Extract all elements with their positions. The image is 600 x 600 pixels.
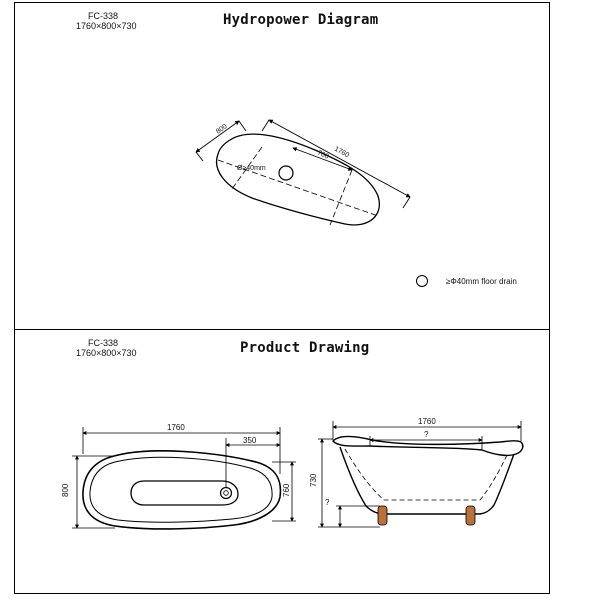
plan-drain-icon: [219, 486, 233, 500]
side-inner-label: ?: [424, 430, 429, 439]
side-height-label: 730: [309, 473, 318, 487]
product-title: Product Drawing: [240, 340, 370, 356]
hydropower-title: Hydropower Diagram: [223, 12, 379, 28]
bathtub-top-outline: [216, 133, 380, 226]
plan-width-inner-label: 760: [282, 483, 291, 497]
drain-hole-icon: [278, 165, 294, 181]
bathtub-plan-view: [82, 450, 282, 530]
foot-right-icon: [465, 505, 476, 526]
dim-offset-line: [292, 147, 353, 171]
foot-left-icon: [377, 505, 388, 526]
plan-drain-offset-label: 350: [243, 436, 257, 445]
floor-drain-legend-icon: [416, 275, 428, 287]
side-feet: [377, 505, 476, 526]
product-panel: [14, 329, 550, 594]
dim-width-line: [195, 120, 247, 162]
side-length-label: 1760: [418, 417, 436, 426]
side-foot-label: ?: [325, 498, 330, 507]
plan-width-outer-label: 800: [61, 483, 70, 497]
dim-offset-label: 700: [316, 149, 330, 160]
plan-drain-inner-icon: [223, 490, 229, 496]
plan-dimension-lines: [72, 427, 296, 529]
side-hidden-lines: [344, 448, 509, 501]
hydropower-centerlines: [217, 146, 379, 226]
product-size: 1760×800×730: [76, 348, 137, 358]
side-dimension-lines: [318, 421, 522, 528]
hydropower-model: FC-338: [88, 11, 119, 21]
product-model: FC-338: [88, 338, 119, 348]
product-model-block: FC-338 1760×800×730: [76, 338, 137, 358]
hydropower-model-block: FC-338 1760×800×730: [76, 11, 137, 31]
drain-dim-label: Ø≥40mm: [237, 165, 266, 172]
bathtub-side-view: [332, 435, 524, 515]
hydropower-size: 1760×800×730: [76, 21, 137, 31]
floor-drain-legend-label: ≥Φ40mm floor drain: [446, 277, 517, 286]
dim-length-label: 1760: [333, 146, 350, 160]
plan-length-label: 1760: [167, 423, 185, 432]
